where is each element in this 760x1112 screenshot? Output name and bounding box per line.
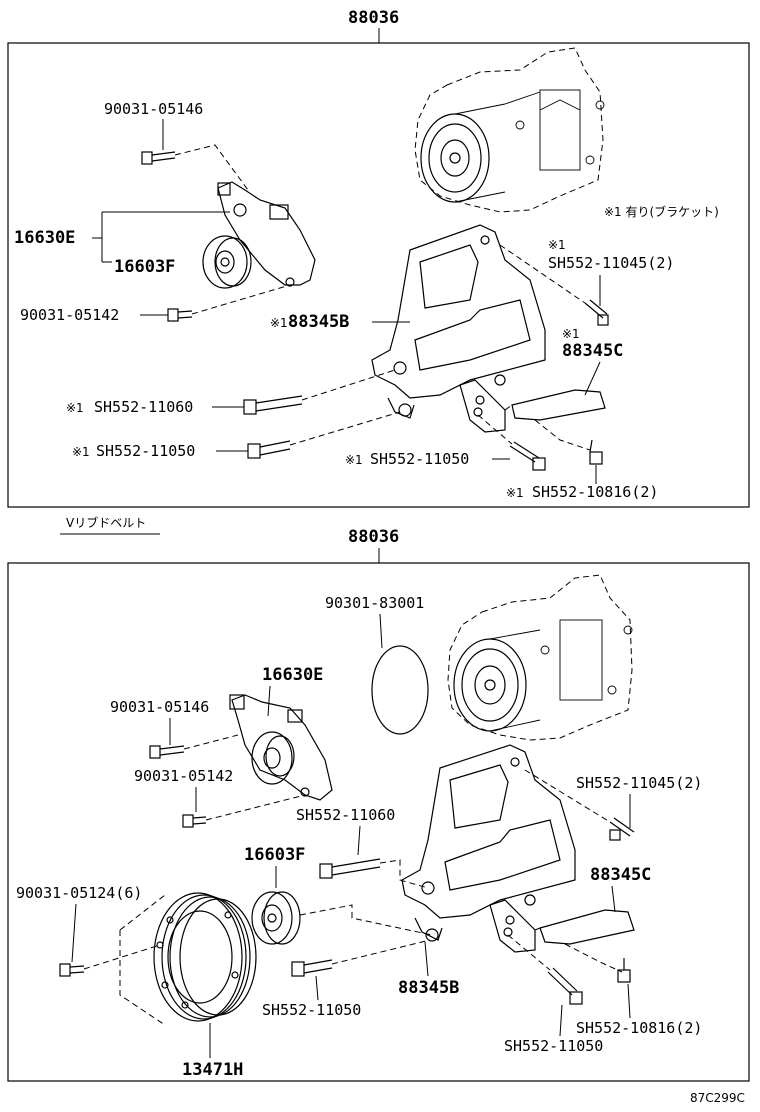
assembly-number-lower[interactable]: 88036 <box>348 527 399 547</box>
label-tensioner-lower[interactable]: 16630E <box>262 665 323 685</box>
label-sh552-11050a-lower[interactable]: SH552-11050 <box>262 1001 361 1019</box>
label-idler-lower[interactable]: 16603F <box>244 845 305 865</box>
bolt-sh552-10816-upper <box>589 439 603 465</box>
panel-upper: 88036 ※1 有り(ブラケット) 90031-05146 <box>7 8 750 508</box>
idler-pulley-lower <box>251 891 301 945</box>
bracket-88345c-upper <box>511 389 606 421</box>
label-sh552-11045-lower[interactable]: SH552-11045(2) <box>576 774 702 792</box>
label-pulley-13471h[interactable]: 13471H <box>182 1060 243 1080</box>
bolt-sh552-11050a-upper <box>247 440 291 459</box>
label-idler-upper[interactable]: 16603F <box>114 257 175 277</box>
label-bracket-88345b-upper[interactable]: 88345B <box>288 312 349 332</box>
bolt-90031-05142-lower <box>182 814 207 828</box>
bolt-90031-05146-upper <box>141 151 176 165</box>
label-bolt-90031-05142-upper[interactable]: 90031-05142 <box>20 306 119 324</box>
label-sh552-11050b-upper[interactable]: SH552-11050 <box>370 450 469 468</box>
bracket-88345b-upper <box>371 224 546 433</box>
label-sh552-11060-lower[interactable]: SH552-11060 <box>296 806 395 824</box>
label-gasket-90301-83001[interactable]: 90301-83001 <box>325 594 424 612</box>
label-bolt-90031-05146-upper[interactable]: 90031-05146 <box>104 100 203 118</box>
label-sh552-11050b-lower[interactable]: SH552-11050 <box>504 1037 603 1055</box>
compressor-lower <box>447 574 633 741</box>
mark-sh552-11045-upper: ※1 <box>548 238 566 252</box>
label-sh552-11045-upper[interactable]: SH552-11045(2) <box>548 254 674 272</box>
mark-88345b-upper: ※1 <box>270 316 288 330</box>
bolt-90031-05146-lower <box>149 745 185 759</box>
label-bracket-88345c-upper[interactable]: 88345C <box>562 341 623 361</box>
mark-88345c-upper: ※1 <box>562 327 580 341</box>
section-title-v-ribbed-belt: Vリブドベルト <box>66 515 146 530</box>
label-bracket-88345c-lower[interactable]: 88345C <box>590 865 651 885</box>
idler-pulley-upper <box>202 235 252 289</box>
bolt-sh552-11060-upper <box>243 395 303 415</box>
tensioner-upper <box>217 181 316 287</box>
pulley-13471h <box>119 892 257 1026</box>
bolt-sh552-11060-lower <box>319 858 381 879</box>
label-bolt-90031-05142-lower[interactable]: 90031-05142 <box>134 767 233 785</box>
bolt-sh552-11045-upper <box>584 299 609 326</box>
bolt-sh552-11050b-lower <box>547 967 583 1005</box>
label-bolt-90031-05146-lower[interactable]: 90031-05146 <box>110 698 209 716</box>
bolt-90031-05142-upper <box>167 308 193 322</box>
panel-lower-frame <box>7 562 750 1082</box>
bracket-88345c-lower <box>539 909 635 945</box>
diagram-code: 87C299C <box>690 1091 745 1105</box>
bolt-sh552-11050b-upper <box>509 441 546 471</box>
bolt-sh552-11050a-lower <box>291 959 333 977</box>
bracket-note: ※1 有り(ブラケット) <box>604 204 719 219</box>
bolt-sh552-10816-lower <box>617 958 631 983</box>
assembly-number-upper[interactable]: 88036 <box>348 8 399 28</box>
panel-upper-frame <box>7 42 750 508</box>
tensioner-lower <box>229 694 333 801</box>
label-sh552-11060-upper[interactable]: SH552-11060 <box>94 398 193 416</box>
label-sh552-11050a-upper[interactable]: SH552-11050 <box>96 442 195 460</box>
bolt-sh552-11045-lower <box>609 817 635 841</box>
mark-sh552-11050a-upper: ※1 <box>72 445 90 459</box>
gasket-90301-83001 <box>371 645 429 735</box>
label-sh552-10816-upper[interactable]: SH552-10816(2) <box>532 483 658 501</box>
mark-sh552-10816-upper: ※1 <box>506 486 524 500</box>
bracket-88345b-lower <box>401 744 576 953</box>
mark-sh552-11060-upper: ※1 <box>66 401 84 415</box>
label-bracket-88345b-lower[interactable]: 88345B <box>398 978 459 998</box>
label-tensioner-upper[interactable]: 16630E <box>14 228 75 248</box>
mark-sh552-11050b-upper: ※1 <box>345 453 363 467</box>
bolt-90031-05124 <box>59 963 85 977</box>
compressor-upper <box>414 47 605 213</box>
panel-lower: 88036 90301-83001 16630E <box>7 527 750 1082</box>
label-sh552-10816-lower[interactable]: SH552-10816(2) <box>576 1019 702 1037</box>
label-bolt-90031-05124[interactable]: 90031-05124(6) <box>16 884 142 902</box>
